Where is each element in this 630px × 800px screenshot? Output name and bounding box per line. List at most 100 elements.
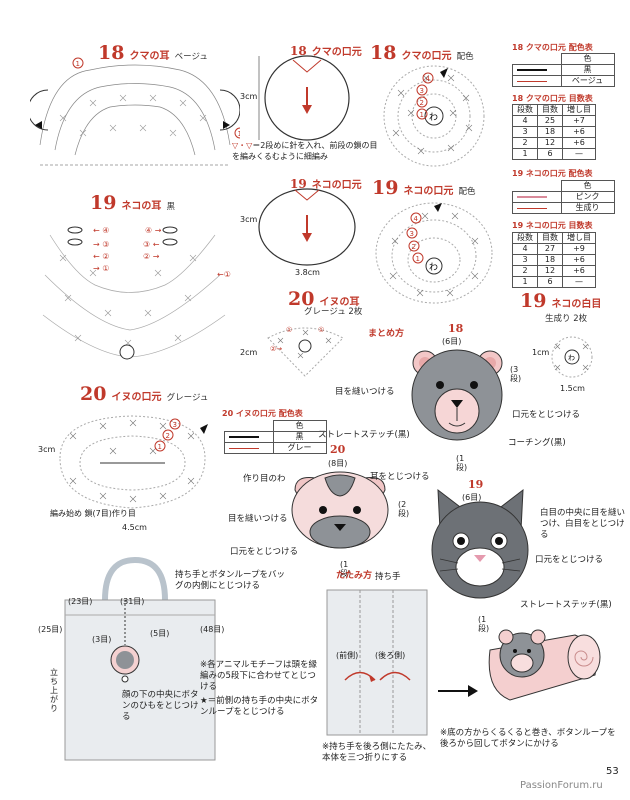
cat-eye-title: ネコの白目 — [551, 299, 602, 310]
cat-ear-heading: 19 ネコの耳 黒 — [90, 192, 175, 214]
cat-stitch-cell: 12 — [537, 265, 563, 277]
bear-stitch-cell: 1 — [512, 148, 538, 160]
assembly-dog-label: 口元をとじつける — [230, 547, 299, 557]
bear-stitch-cell: 4 — [512, 115, 538, 127]
svg-text:3: 3 — [420, 87, 424, 95]
assembly-cat-label: ストレートステッチ(黒) — [520, 600, 612, 610]
bear-color-row: ベージュ — [560, 75, 615, 87]
svg-text:4: 4 — [414, 215, 419, 223]
cat-face-title: ネコの口元 — [403, 186, 454, 197]
assembly-dog-label: 耳をとじつける — [370, 472, 430, 482]
cat-eye-heading: 19 ネコの白目 — [520, 290, 601, 312]
svg-text:2: 2 — [412, 243, 416, 251]
cat-mouth-dim-h: 3.8cm — [295, 268, 320, 277]
dog-mouth-chart: 3 2 1 — [59, 415, 208, 509]
fold-front-label: (前側) — [336, 651, 359, 660]
bag-loop-note: ★＝前側の持ち手の中央にボタンループをとじつける — [200, 696, 319, 717]
dog-color-row: グレー — [272, 442, 327, 454]
bear-stitch-cell: 6 — [537, 148, 563, 160]
assembly-bear-number: 18 — [448, 322, 464, 335]
bear-face-number: 18 — [370, 42, 397, 64]
bag-dim-ml: (3目) — [92, 635, 112, 644]
watermark: PassionForum.ru — [520, 780, 603, 791]
arrow-right-icon — [438, 685, 478, 697]
svg-text:←①: ←① — [217, 270, 231, 279]
cat-stitch-cell: +6 — [562, 265, 596, 277]
dog-mouth-start-note: 編み始め 鎖(7目)作り目 — [50, 509, 136, 518]
cat-stitch-cell: +9 — [562, 243, 596, 255]
assembly-cat-bottom: (1段) — [478, 615, 490, 633]
bear-face-chart: わ 4 3 2 1 — [383, 65, 485, 167]
cat-mouth-heading: 19 ネコの口元 — [290, 173, 362, 192]
fold-handle-label: 持ち手 — [375, 572, 401, 582]
assembly-cat-label: 口元をとじつける — [535, 555, 604, 565]
cat-stitch-header: 目数 — [537, 232, 563, 244]
assembly-dog-number: 20 — [330, 443, 346, 456]
svg-text:→ ③: → ③ — [93, 240, 109, 249]
cat-eye-chart: わ — [551, 336, 593, 378]
svg-text:→ ①: → ① — [93, 264, 109, 273]
cat-ear-chart: ← ④→ ③← ②→ ① ④ →③ ←② → ←① — [42, 226, 231, 360]
assembly-cat-label: 白目の中央に目を縫いつけ、白目をとじつける — [540, 508, 626, 540]
assembly-dog-label: 作り目のわ — [243, 474, 286, 484]
dog-mouth-title: イヌの口元 — [111, 392, 162, 403]
svg-text:1: 1 — [76, 60, 80, 68]
dog-mouth-dim-v: 3cm — [38, 445, 56, 454]
cat-face-sub: 配色 — [458, 187, 476, 197]
cat-stitch-cell: 6 — [537, 276, 563, 288]
cat-stitch-cell: 4 — [512, 243, 538, 255]
cat-stitch-cell: 2 — [512, 265, 538, 277]
dog-ear-sub: グレージュ 2枚 — [304, 307, 363, 317]
bear-stitch-cell: 12 — [537, 137, 563, 149]
dog-ear-heading: 20 イヌの耳 — [288, 288, 360, 310]
bear-face-heading: 18 クマの口元 配色 — [370, 42, 474, 64]
assembly-cat-top: (6目) — [462, 493, 482, 502]
cat-stitch-cell: 18 — [537, 254, 563, 266]
svg-text:1: 1 — [158, 443, 162, 451]
cat-color-table-title: 19 ネコの口元 配色表 — [512, 169, 593, 178]
cat-stitch-cell: +6 — [562, 254, 596, 266]
svg-text:← ②: ← ② — [93, 252, 109, 261]
svg-text:1: 1 — [416, 255, 420, 263]
bag-dim-mr: (5目) — [150, 629, 170, 638]
cat-ear-number: 19 — [90, 192, 117, 214]
svg-text:2: 2 — [166, 432, 170, 440]
bear-face-sub: 配色 — [456, 52, 474, 62]
cat-stitch-cell: 1 — [512, 276, 538, 288]
cat-color-row: 生成り — [560, 202, 615, 214]
cat-stitch-header: 増し目 — [562, 232, 596, 244]
bear-stitch-header: 目数 — [537, 104, 563, 116]
bear-ear-number: 18 — [98, 42, 125, 64]
svg-text:③ ←: ③ ← — [143, 240, 160, 249]
cat-mouth-title: ネコの口元 — [311, 180, 362, 191]
cat-mouth-number: 19 — [290, 177, 307, 191]
bear-mouth-title: クマの口元 — [311, 47, 362, 58]
dog-face-illustration — [291, 471, 389, 549]
bear-face-illustration — [411, 349, 503, 441]
bear-ear-title: クマの耳 — [129, 51, 170, 62]
bag-handle-note: 持ち手とボタンループをバッグの内側にとじつける — [175, 570, 285, 591]
bear-color-table-title: 18 クマの口元 配色表 — [512, 43, 593, 52]
dog-ear-title: イヌの耳 — [319, 297, 360, 308]
bear-stitch-cell: 3 — [512, 126, 538, 138]
bag-side-label: 立ち上がり — [50, 668, 58, 713]
bear-stitch-header: 段数 — [512, 104, 538, 116]
bag-dim-right: (48目) — [200, 625, 225, 634]
cat-face-chart: わ 4 3 2 1 — [375, 202, 493, 304]
bag-motif-note: ※各アニマルモチーフは頭を縁編みの5段下に合わせてとじつける — [200, 660, 317, 692]
bear-stitch-cell: 2 — [512, 137, 538, 149]
bear-mouth-outline — [258, 55, 350, 141]
svg-text:②→: ②→ — [270, 345, 282, 353]
svg-text:わ: わ — [568, 354, 575, 362]
bear-face-title: クマの口元 — [401, 51, 452, 62]
fold-note-2: ※底の方からくるくると巻き、ボタンループを後ろから回してボタンにかける — [440, 728, 616, 749]
bag-dim-top2: (31目) — [120, 597, 145, 606]
cat-mouth-outline — [258, 188, 356, 266]
page-number: 53 — [606, 766, 619, 777]
cat-stitch-table-title: 19 ネコの口元 目数表 — [512, 221, 593, 230]
svg-text:①: ① — [318, 326, 324, 334]
dog-ear-dim: 2cm — [240, 348, 258, 357]
assembly-bear-label: ストレートステッチ(黒) — [318, 430, 410, 440]
dog-color-header: 色 — [272, 420, 327, 432]
